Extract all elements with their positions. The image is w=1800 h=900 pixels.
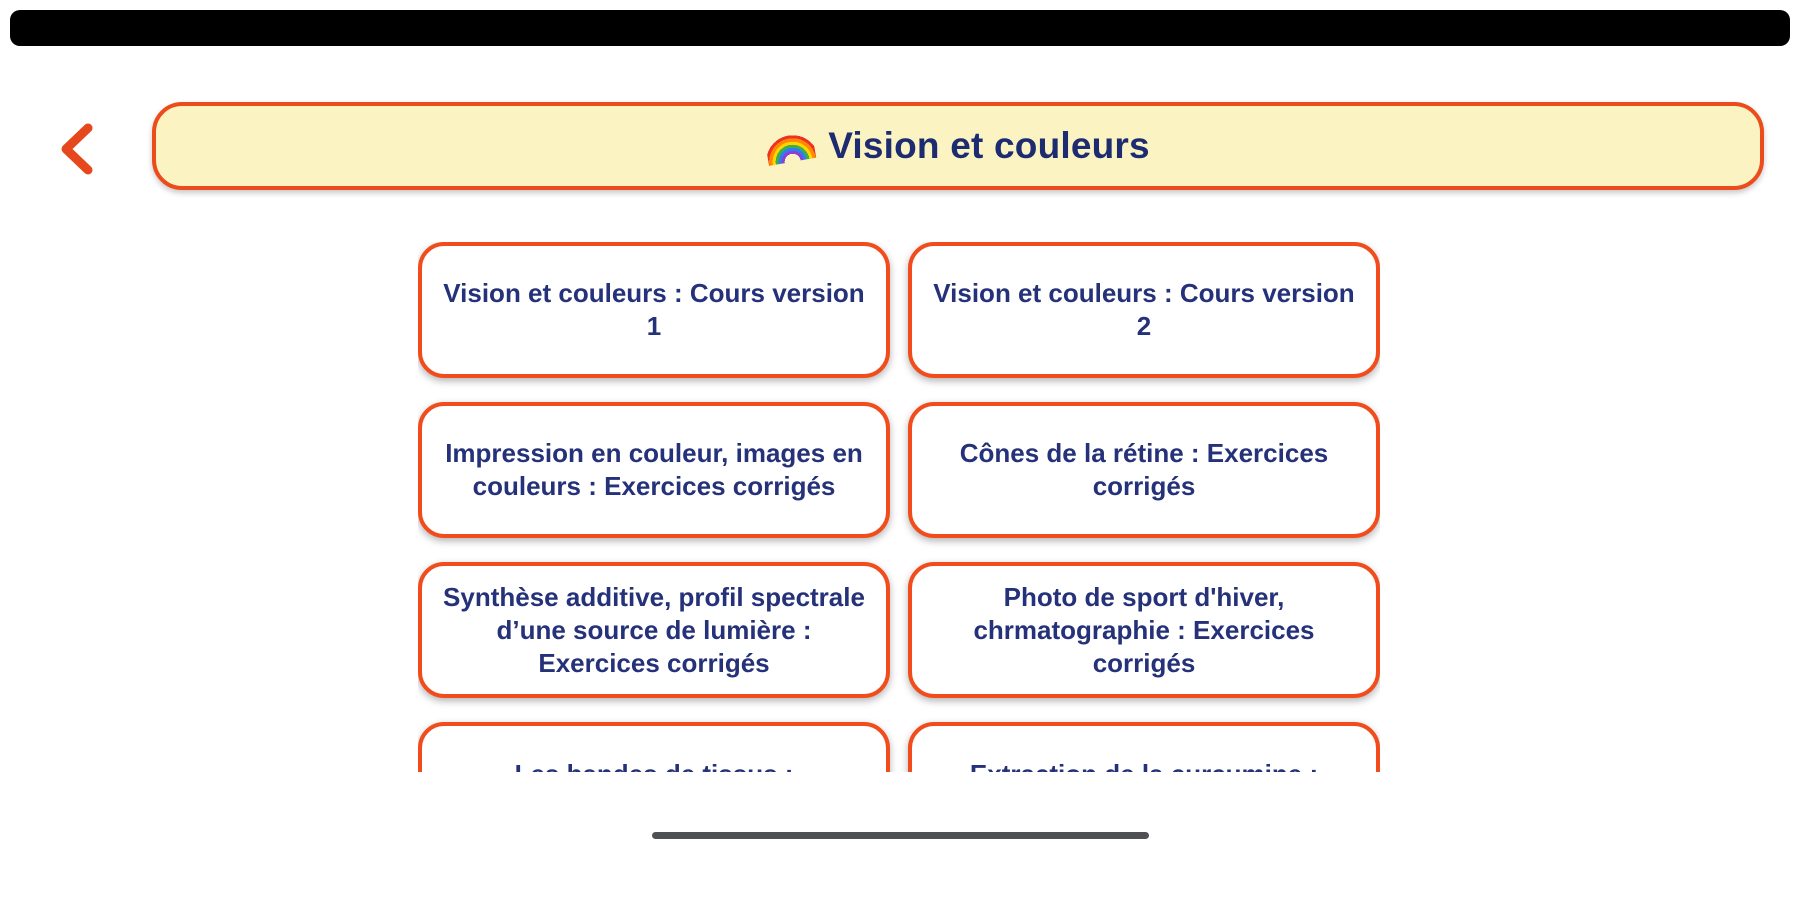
page-title-banner: Vision et couleurs: [152, 102, 1764, 190]
status-bar: [10, 10, 1790, 46]
lesson-button-cours-version-2[interactable]: Vision et couleurs : Cours version 2: [908, 242, 1380, 378]
lesson-button-synthese-additive[interactable]: Synthèse additive, profil spectrale d’un…: [418, 562, 890, 698]
lesson-button-cones-retine[interactable]: Cônes de la rétine : Exercices corrigés: [908, 402, 1380, 538]
lesson-button-label: Vision et couleurs : Cours version 2: [933, 278, 1355, 341]
lesson-button-cours-version-1[interactable]: Vision et couleurs : Cours version 1: [418, 242, 890, 378]
lesson-button-extraction-curcumine[interactable]: Extraction de la curcumine :: [908, 722, 1380, 772]
lesson-button-bandes-tissus[interactable]: Les bandes de tissus :: [418, 722, 890, 772]
back-button[interactable]: [52, 118, 100, 180]
lesson-grid: Vision et couleurs : Cours version 1 Vis…: [418, 242, 1380, 772]
lesson-button-photo-sport-hiver[interactable]: Photo de sport d'hiver, chrmatographie :…: [908, 562, 1380, 698]
lesson-button-label: Impression en couleur, images en couleur…: [445, 438, 863, 501]
lesson-button-label: Cônes de la rétine : Exercices corrigés: [959, 438, 1329, 501]
lesson-button-label: Vision et couleurs : Cours version 1: [443, 278, 865, 341]
lesson-list-viewport: Vision et couleurs : Cours version 1 Vis…: [418, 242, 1380, 772]
lesson-button-label: Extraction de la curcumine :: [970, 732, 1318, 772]
lesson-button-label: Synthèse additive, profil spectrale d’un…: [443, 581, 865, 678]
page-title: Vision et couleurs: [828, 125, 1150, 166]
lesson-button-label: Les bandes de tissus :: [515, 732, 794, 772]
chevron-left-icon: [61, 123, 93, 175]
rainbow-icon: [765, 131, 817, 166]
lesson-button-impression-couleur[interactable]: Impression en couleur, images en couleur…: [418, 402, 890, 538]
lesson-button-label: Photo de sport d'hiver, chrmatographie :…: [973, 581, 1315, 678]
home-indicator[interactable]: [652, 832, 1149, 839]
